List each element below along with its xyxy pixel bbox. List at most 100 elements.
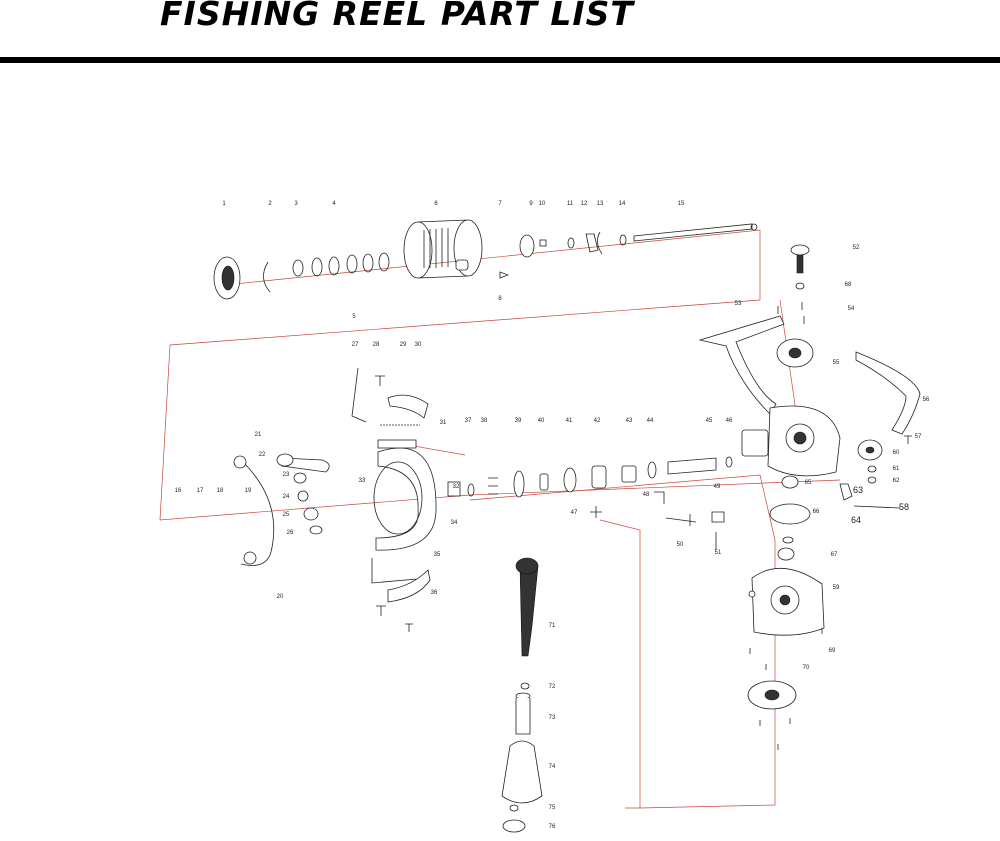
part-label: 60 <box>893 450 900 456</box>
drag-washer-b <box>328 256 340 276</box>
part-label: 9 <box>529 201 533 207</box>
part-label: 61 <box>893 466 900 472</box>
pinion-assembly <box>467 456 733 550</box>
part-label: 47 <box>571 510 578 516</box>
part-label: 31 <box>440 420 447 426</box>
part-label: 7 <box>498 201 502 207</box>
part-label: 11 <box>567 201 574 207</box>
spool-assembly <box>213 219 758 300</box>
part-label: 23 <box>283 472 290 478</box>
part-label: 74 <box>549 764 556 770</box>
washer-44 <box>647 461 657 479</box>
part-label: 32 <box>453 484 460 490</box>
wire-27 <box>351 367 367 423</box>
rotor <box>375 447 437 551</box>
main-gear-66 <box>769 503 811 525</box>
part-label: 49 <box>714 484 721 490</box>
pin-48 <box>654 491 665 504</box>
spool-pin <box>499 271 510 279</box>
part-label: 37 <box>465 418 472 424</box>
washer-14 <box>619 234 627 246</box>
assembly-guide-lines <box>159 229 841 809</box>
clip-13 <box>597 231 603 255</box>
part-label: 26 <box>287 530 294 536</box>
drag-washer-c <box>346 254 358 274</box>
part-label: 24 <box>283 494 290 500</box>
line-guide-35 <box>371 558 418 584</box>
part-label: 13 <box>597 201 604 207</box>
rod-58 <box>853 505 901 509</box>
part-label: 62 <box>893 478 900 484</box>
part-label: 15 <box>678 201 685 207</box>
part-label: 42 <box>594 418 601 424</box>
part-label: 56 <box>923 397 930 403</box>
part-label: 59 <box>833 585 840 591</box>
part-label: 34 <box>451 520 458 526</box>
roller-bearing <box>303 507 319 521</box>
drag-washer-a <box>311 257 323 277</box>
part-label: 68 <box>845 282 852 288</box>
part-label: 73 <box>549 715 556 721</box>
part-label: 50 <box>677 542 684 548</box>
roller-washer <box>309 525 323 535</box>
part-label: 38 <box>481 418 488 424</box>
part-label: 72 <box>549 684 556 690</box>
bearing-39 <box>513 470 525 498</box>
bail-trip <box>387 394 429 419</box>
page-title: FISHING REEL PART LIST <box>160 0 634 33</box>
bush-43 <box>621 465 637 483</box>
handle-bush-73 <box>515 698 531 735</box>
part-label: 19 <box>245 488 252 494</box>
part-label: 64 <box>851 515 861 525</box>
bail-arm <box>281 457 330 473</box>
part-label: 48 <box>643 492 650 498</box>
drag-spring-clip <box>263 261 271 293</box>
pawl-50 <box>665 514 697 526</box>
part-label: 33 <box>359 478 366 484</box>
collar-42 <box>591 465 607 489</box>
part-label: 40 <box>538 418 545 424</box>
pinion-gear <box>667 457 717 475</box>
part-label: 18 <box>217 488 224 494</box>
reel-foot-arm <box>698 315 785 415</box>
screw-47 <box>590 506 602 518</box>
part-label: 17 <box>197 488 204 494</box>
part-label: 55 <box>833 360 840 366</box>
part-label: 3 <box>294 201 298 207</box>
part-label: 70 <box>803 665 810 671</box>
spool <box>403 219 483 279</box>
part-label: 22 <box>259 452 266 458</box>
part-label: 20 <box>277 594 284 600</box>
part-label: 6 <box>434 201 438 207</box>
bush-40 <box>539 473 549 491</box>
lever-63 <box>839 483 853 501</box>
part-label: 53 <box>735 301 742 307</box>
reel-body <box>698 244 921 750</box>
part-label: 12 <box>581 201 588 207</box>
line-roller <box>293 472 307 484</box>
part-label: 21 <box>255 432 262 438</box>
part-label: 44 <box>647 418 654 424</box>
clip-12 <box>585 233 599 253</box>
handle-knob-52 <box>790 244 810 256</box>
roller-bush <box>297 490 309 502</box>
part-label: 16 <box>175 488 182 494</box>
handle-assembly <box>501 557 543 833</box>
part-label: 57 <box>915 434 922 440</box>
part-label: 67 <box>831 552 838 558</box>
part-label: 25 <box>283 512 290 518</box>
washer-46 <box>725 456 733 468</box>
part-label: 28 <box>373 342 380 348</box>
rotor-cap <box>447 481 461 497</box>
part-label: 8 <box>498 296 502 302</box>
small-washer-11 <box>567 237 575 249</box>
part-label: 52 <box>853 245 860 251</box>
rotor-nut <box>519 234 535 258</box>
part-label: 36 <box>431 590 438 596</box>
washer-3 <box>292 259 304 277</box>
part-label: 29 <box>400 342 407 348</box>
header-rule <box>0 57 1000 63</box>
part-label: 46 <box>726 418 733 424</box>
